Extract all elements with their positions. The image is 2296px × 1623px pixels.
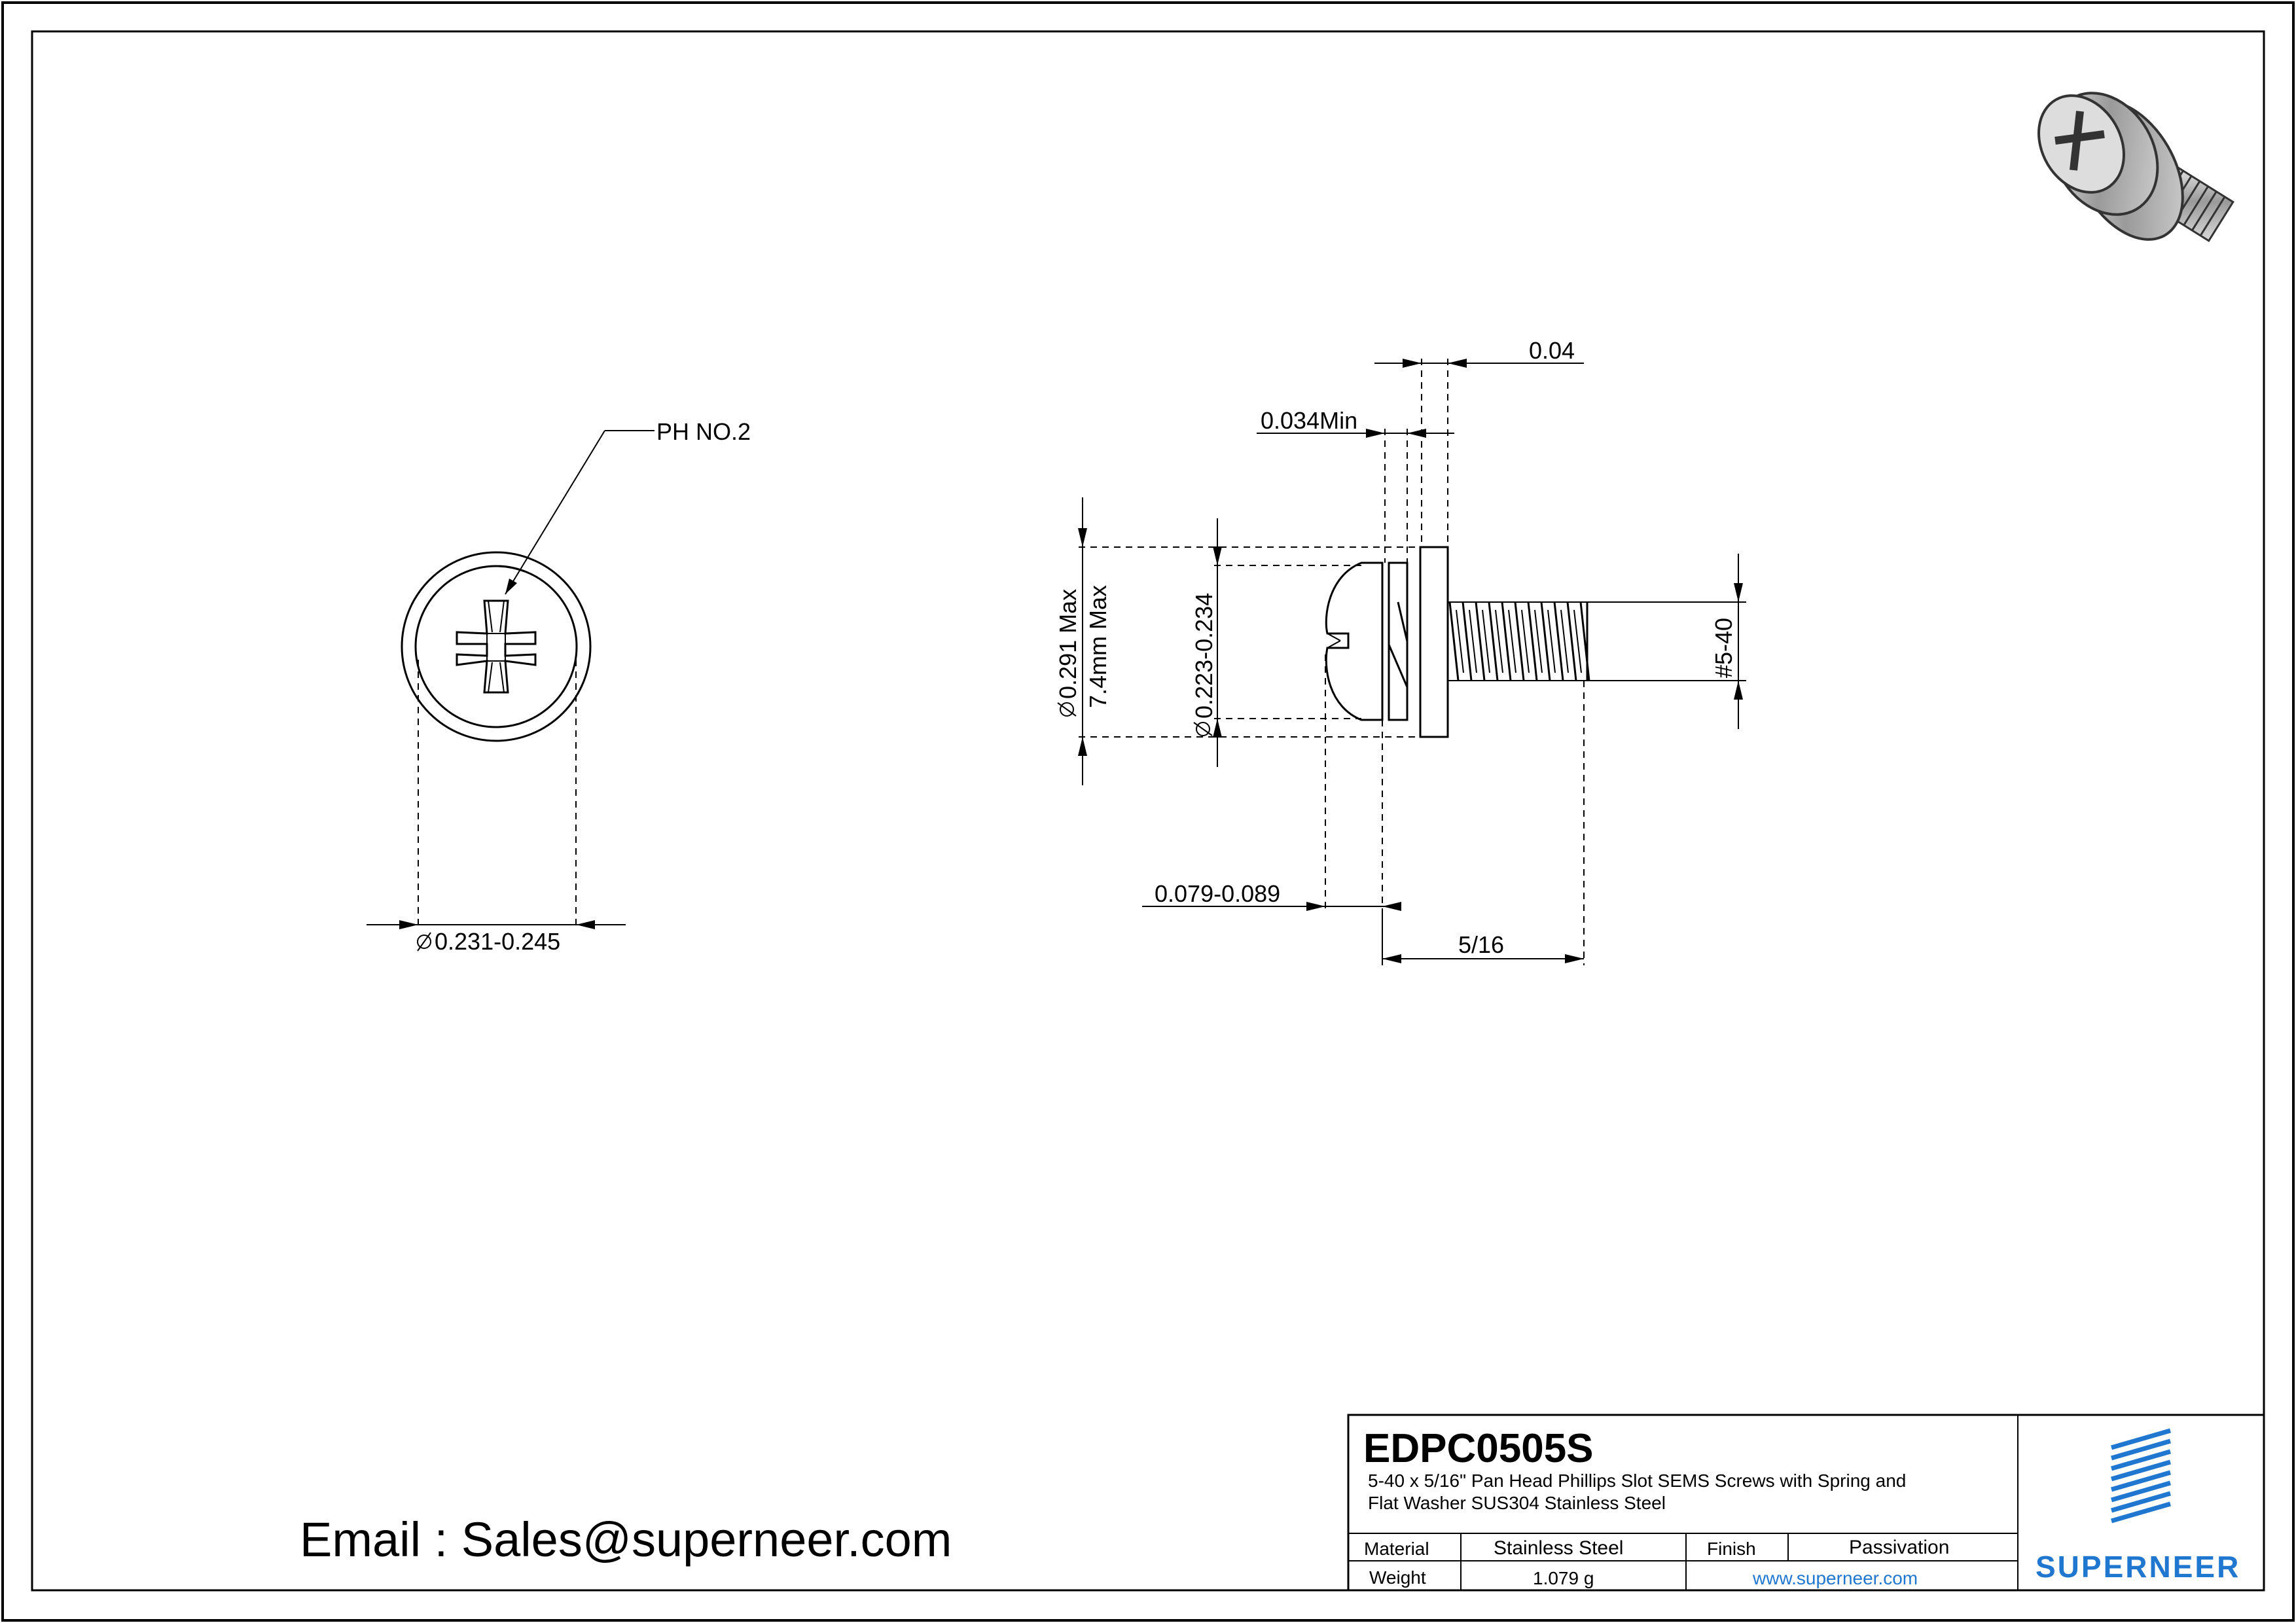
diameter-symbol-icon: [1193, 722, 1213, 736]
length-dim: 5/16: [1458, 931, 1504, 958]
finish-value: Passivation: [1849, 1537, 1949, 1558]
thread-size-dim: #5-40: [1710, 618, 1737, 678]
drive-type-label: PH NO.2: [656, 418, 751, 445]
phillips-recess-icon: [456, 599, 537, 694]
thread-section: [1448, 601, 1590, 681]
pan-head: [1325, 562, 1382, 721]
head-diameter-dim: 0.231-0.245: [435, 928, 560, 955]
head-height-dim: 0.079-0.089: [1155, 880, 1280, 907]
material-value: Stainless Steel: [1494, 1537, 1623, 1559]
brand-name: SUPERNEER: [2036, 1550, 2240, 1584]
head-inner-circle: [414, 565, 578, 728]
weight-value: 1.079 g: [1533, 1568, 1594, 1588]
part-number: EDPC0505S: [1363, 1426, 1594, 1471]
head-height-range-dim: 0.223-0.234: [1191, 593, 1217, 719]
contact-email: Email : Sales@superneer.com: [300, 1512, 952, 1567]
side-view: 0.04 0.034Min 0.291 Max 7.4mm Max: [1054, 337, 1746, 965]
part-description-line2: Flat Washer SUS304 Stainless Steel: [1368, 1493, 1666, 1513]
diameter-symbol-icon: [1057, 702, 1077, 717]
washer-thickness-dim: 0.04: [1529, 337, 1575, 364]
diameter-symbol-icon: [417, 932, 431, 952]
washer-diameter-mm-dim: 7.4mm Max: [1085, 585, 1111, 708]
finish-label: Finish: [1707, 1539, 1756, 1559]
weight-label: Weight: [1369, 1567, 1426, 1588]
title-block: EDPC0505S 5-40 x 5/16" Pan Head Phillips…: [1347, 1414, 2265, 1592]
head-outer-circle: [401, 551, 592, 742]
top-view: PH NO.2 0.231-0.245: [367, 418, 751, 955]
inner-frame: [31, 30, 2265, 1592]
part-description-line1: 5-40 x 5/16" Pan Head Phillips Slot SEMS…: [1368, 1471, 1906, 1491]
washer-diameter-inch-dim: 0.291 Max: [1054, 589, 1081, 699]
spring-washer-thickness-dim: 0.034Min: [1261, 407, 1357, 434]
superneer-logo-icon: [2111, 1428, 2171, 1524]
website-link[interactable]: www.superneer.com: [1752, 1568, 1918, 1588]
spring-washer: [1388, 562, 1408, 721]
isometric-screw-thumbnail: [2037, 92, 2234, 243]
flat-washer: [1419, 546, 1449, 738]
material-label: Material: [1364, 1539, 1429, 1559]
